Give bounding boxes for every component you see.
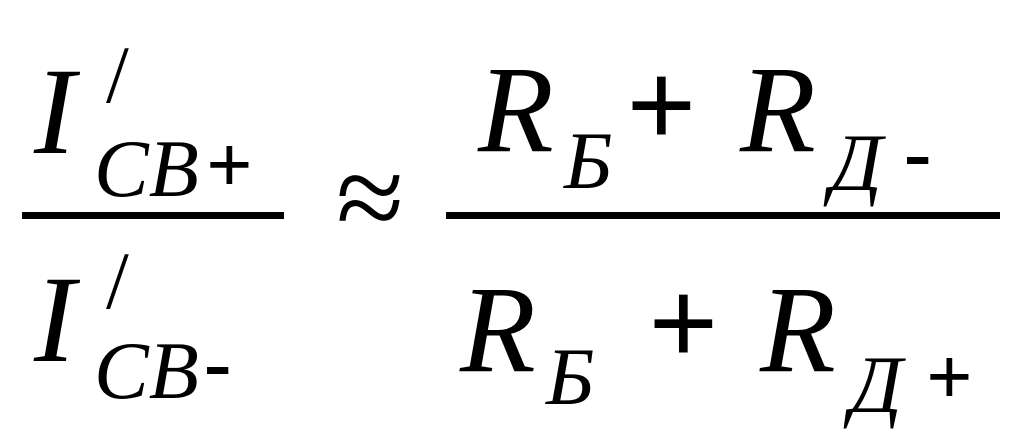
right-numerator-term1-symbol: R — [478, 41, 554, 178]
right-numerator-term2-sign: - — [904, 107, 932, 198]
left-denominator-subscript: CB — [94, 325, 199, 416]
right-denominator-term1-symbol: R — [460, 261, 536, 398]
right-numerator-operator: + — [626, 37, 697, 174]
left-numerator-prime: / — [106, 29, 129, 120]
right-denominator-operator: + — [648, 255, 719, 392]
approx-sign: ≈ — [336, 129, 405, 266]
right-numerator-term1-subscript: Б — [564, 115, 613, 206]
right-denominator-term2-subscript: Д — [850, 339, 903, 430]
left-numerator-subscript: CB — [94, 123, 199, 214]
left-denominator-sign: - — [204, 317, 232, 408]
right-denominator-term2-sign: + — [926, 331, 973, 422]
right-numerator-term2-subscript: Д — [830, 117, 883, 208]
left-denominator-symbol: I — [34, 251, 76, 388]
right-denominator-term2-symbol: R — [760, 261, 836, 398]
right-fraction-bar — [446, 212, 1000, 219]
left-fraction-bar — [22, 212, 284, 219]
left-denominator-prime: / — [106, 235, 129, 326]
right-numerator-term2-symbol: R — [740, 41, 816, 178]
left-numerator-symbol: I — [34, 43, 76, 180]
left-numerator-sign: + — [206, 119, 253, 210]
right-denominator-term1-subscript: Б — [546, 331, 595, 422]
